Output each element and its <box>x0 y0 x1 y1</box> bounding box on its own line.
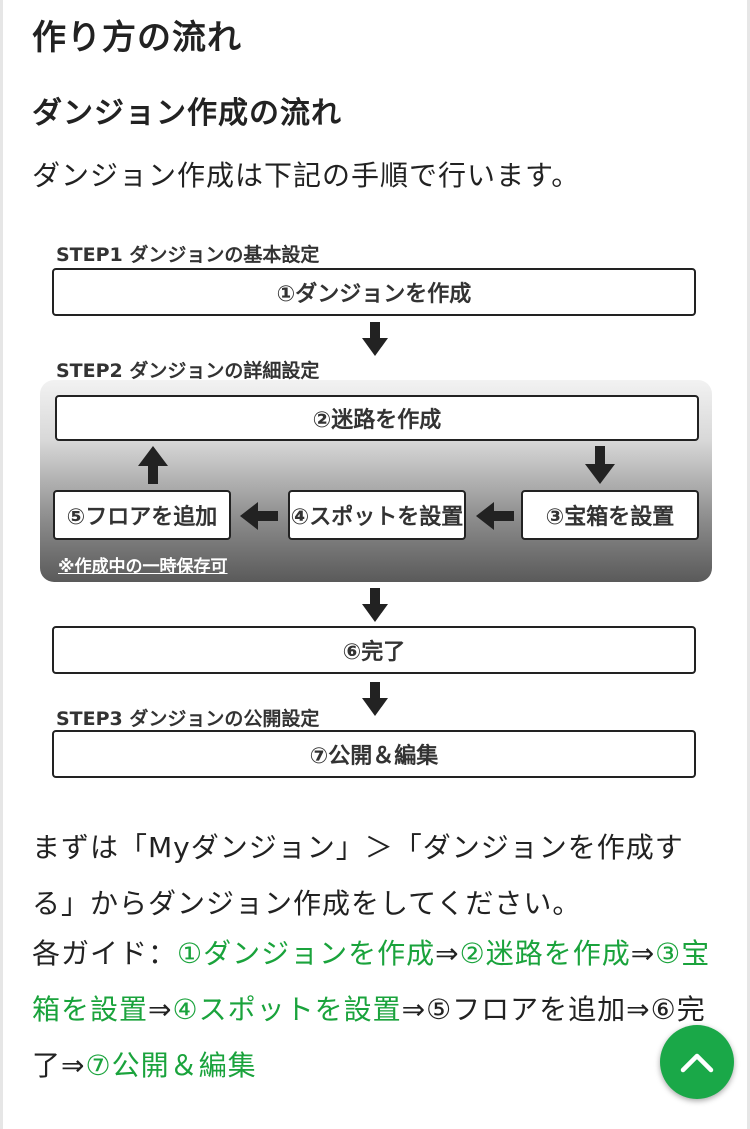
arrow-down-icon <box>362 682 388 716</box>
step3-title: STEP3 ダンジョンの公開設定 <box>56 708 320 730</box>
arrow-left-icon <box>476 502 514 530</box>
instruction-paragraph: まずは「Myダンジョン」＞「ダンジョンを作成する」からダンジョン作成をしてくださ… <box>32 831 684 920</box>
guide-separator: ⇒ <box>61 1049 86 1082</box>
guide-separator: ⇒ <box>401 993 427 1026</box>
guide-separator: ⇒ <box>148 993 173 1026</box>
guide-link-publish-edit[interactable]: ⑦公開＆編集 <box>85 1049 257 1082</box>
step-box-publish-edit: ⑦公開＆編集 <box>52 730 696 778</box>
step-box-create-dungeon: ①ダンジョンを作成 <box>52 268 696 316</box>
step-box-add-floor: ⑤フロアを追加 <box>53 490 231 540</box>
intro-paragraph: ダンジョン作成は下記の手順で行います。 <box>32 159 581 192</box>
arrow-left-icon <box>240 502 278 530</box>
step-box-set-treasure: ③宝箱を設置 <box>521 490 699 540</box>
guide-label: 各ガイド： <box>32 937 178 970</box>
step-box-complete: ⑥完了 <box>52 626 696 674</box>
guide-link-create-maze[interactable]: ②迷路を作成 <box>459 937 631 970</box>
step-box-set-spot: ④スポットを設置 <box>288 490 466 540</box>
guide-text-complete: ⑥完了 <box>32 993 706 1082</box>
arrow-down-icon <box>362 588 388 622</box>
flow-diagram: STEP1 ダンジョンの基本設定 ①ダンジョンを作成 STEP2 ダンジョンの詳… <box>40 236 712 786</box>
section-heading: 作り方の流れ <box>32 18 242 58</box>
guide-separator: ⇒ <box>626 993 651 1026</box>
right-border <box>747 0 750 1129</box>
subsection-heading: ダンジョン作成の流れ <box>32 96 342 131</box>
chevron-up-icon <box>680 1053 714 1073</box>
guide-text-add-floor: ⑤フロアを追加 <box>426 993 627 1026</box>
guide-link-create-dungeon[interactable]: ①ダンジョンを作成 <box>177 937 436 970</box>
arrow-down-icon <box>362 322 388 356</box>
guide-links-paragraph: 各ガイド：①ダンジョンを作成⇒②迷路を作成⇒③宝箱を設置⇒④スポットを設置⇒⑤フ… <box>32 926 722 1094</box>
step1-title: STEP1 ダンジョンの基本設定 <box>56 244 320 266</box>
arrow-up-icon <box>138 446 168 484</box>
guide-separator: ⇒ <box>435 937 460 970</box>
guide-separator: ⇒ <box>630 937 656 970</box>
guide-link-set-spot[interactable]: ④スポットを設置 <box>172 993 402 1026</box>
step-box-create-maze: ②迷路を作成 <box>55 395 699 441</box>
arrow-down-icon <box>585 446 615 484</box>
temp-save-note: ※作成中の一時保存可 <box>58 557 228 577</box>
step2-title: STEP2 ダンジョンの詳細設定 <box>56 360 320 382</box>
scroll-to-top-button[interactable] <box>660 1025 734 1099</box>
guide-link-set-treasure[interactable]: ③宝箱を設置 <box>32 937 711 1026</box>
left-border <box>0 0 3 1129</box>
